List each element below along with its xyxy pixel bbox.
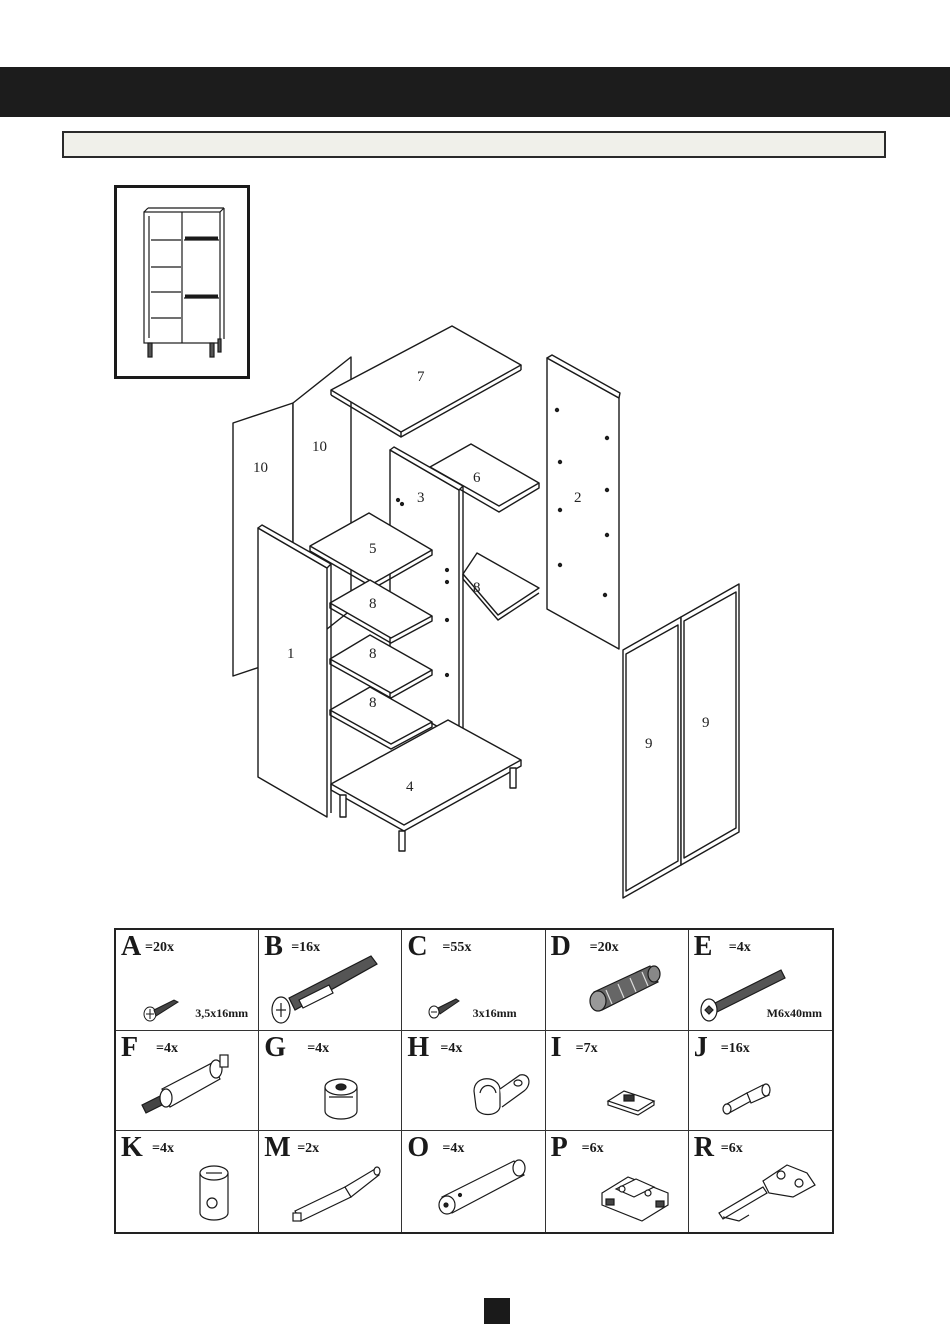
header-bar [0,67,950,117]
panel-label-9-right: 9 [702,715,710,731]
top-panel-7 [331,326,521,437]
side-panel-2 [547,355,620,649]
hinge-plate-icon [546,1131,689,1232]
part-cell-k: K =4x [116,1131,259,1232]
part-cell-o: O =4x [402,1131,545,1232]
panel-label-5: 5 [369,541,377,557]
panel-label-10-right: 10 [312,439,327,455]
part-cell-b: B =16x [259,930,402,1031]
part-cell-j: J =16x [689,1031,832,1132]
part-cell-e: E =4x M6x40mm [689,930,832,1031]
side-panel-1 [258,525,331,817]
exploded-view-diagram: 7 10 10 6 3 2 5 8 8 8 8 1 4 9 9 [215,320,750,910]
panel-label-1: 1 [287,646,295,662]
part-cell-r: R =6x [689,1131,832,1232]
bottom-panel-4 [331,720,521,851]
part-cell-p: P =6x [546,1131,689,1232]
part-cell-i: I =7x [546,1031,689,1132]
part-cell-f: F =4x [116,1031,259,1132]
rail-support-icon [402,1031,545,1132]
panel-label-9-left: 9 [645,736,653,752]
page-number-marker [484,1298,510,1324]
part-size: M6x40mm [767,1006,822,1021]
panel-label-8-a: 8 [369,596,377,612]
panel-label-7: 7 [417,369,425,385]
part-cell-m: M =2x [259,1131,402,1232]
cam-lock-icon [259,1031,402,1132]
panel-label-10-left: 10 [253,460,268,476]
hinge-icon [689,1131,832,1232]
push-latch-icon [259,1131,402,1232]
part-cell-d: D =20x [546,930,689,1031]
panel-label-8-right: 8 [473,580,481,596]
part-cell-c: C =55x 3x16mm [402,930,545,1031]
panel-label-8-b: 8 [369,646,377,662]
rail-connector-icon [116,1031,259,1132]
door-panel-9-left [623,617,681,898]
panel-label-6: 6 [473,470,481,486]
cam-bolt-icon [259,930,402,1031]
part-size: 3x16mm [473,1006,517,1021]
shelf-pin-icon [689,1031,832,1132]
panel-label-2: 2 [574,490,582,506]
divider-panel-3 [390,447,463,739]
door-panel-9-right [681,584,739,865]
panel-label-3: 3 [417,490,425,506]
panel-label-4: 4 [406,779,414,795]
bracket-plate-icon [546,1031,689,1132]
panel-label-8-c: 8 [369,695,377,711]
subtitle-bar [62,131,886,158]
part-cell-g: G =4x [259,1031,402,1132]
barrel-nut-icon [116,1131,259,1232]
hanging-rail-icon [402,1131,545,1232]
wooden-dowel-icon [546,930,689,1031]
part-size: 3,5x16mm [195,1006,248,1021]
hardware-parts-table: A =20x 3,5x16mm B =16x C =55x [114,928,834,1234]
part-cell-h: H =4x [402,1031,545,1132]
part-cell-a: A =20x 3,5x16mm [116,930,259,1031]
